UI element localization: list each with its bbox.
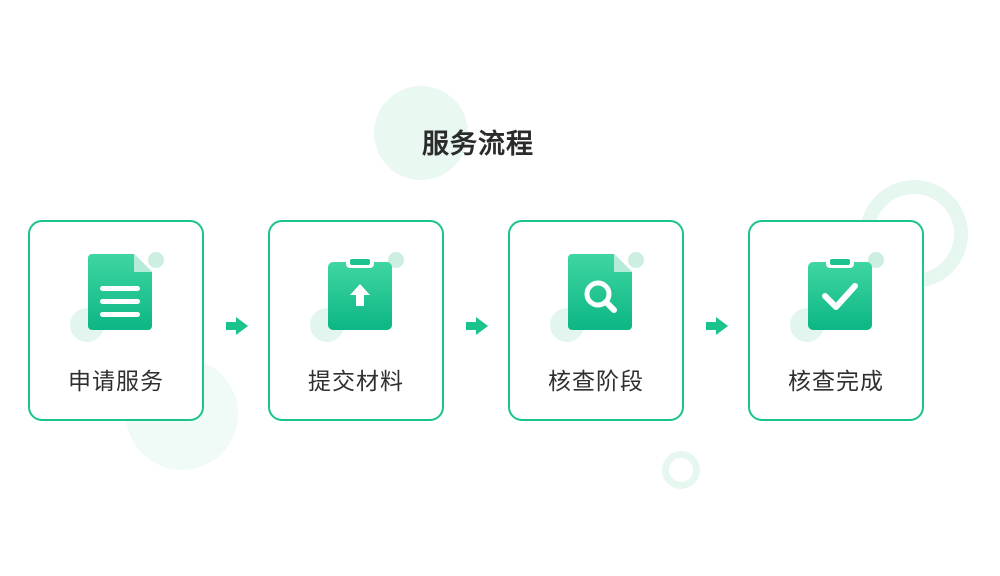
step-card-apply: 申请服务 — [28, 220, 204, 421]
decor-dot — [628, 252, 644, 268]
step-card-submit: 提交材料 — [268, 220, 444, 421]
step-label: 提交材料 — [308, 369, 404, 395]
step-card-review: 核查阶段 — [508, 220, 684, 421]
decor-dot — [388, 252, 404, 268]
step-label: 核查完成 — [788, 369, 884, 395]
decor-dot — [868, 252, 884, 268]
page-title: 服务流程 — [422, 129, 534, 160]
step-card-complete: 核查完成 — [748, 220, 924, 421]
document-icon — [88, 254, 152, 330]
arrow-right-icon — [706, 317, 728, 335]
clipboard-check-icon — [808, 256, 872, 330]
step-label: 申请服务 — [68, 369, 164, 395]
clipboard-upload-icon — [328, 256, 392, 330]
document-search-icon — [568, 254, 632, 330]
arrow-right-icon — [226, 317, 248, 335]
arrow-right-icon — [466, 317, 488, 335]
decor-ring-bottom — [662, 451, 700, 489]
decor-dot — [148, 252, 164, 268]
step-label: 核查阶段 — [548, 369, 644, 395]
